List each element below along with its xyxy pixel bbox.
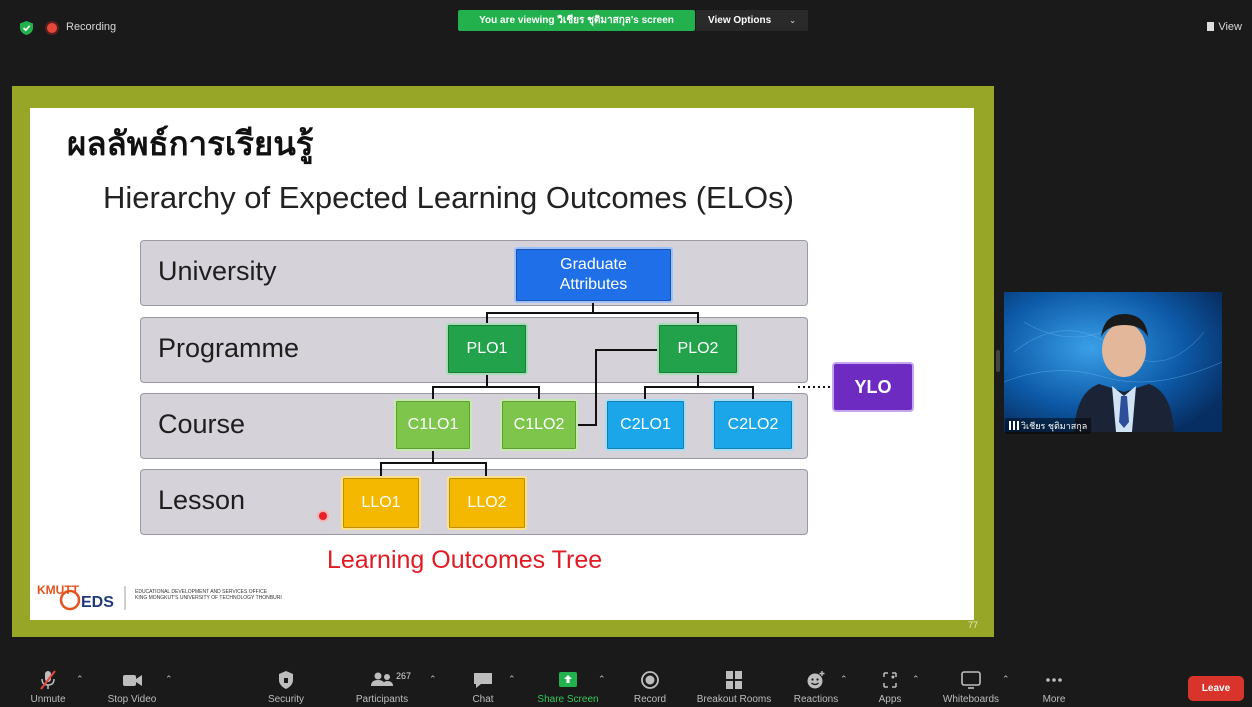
apps-label: Apps [878, 694, 902, 705]
whiteboards-label: Whiteboards [942, 694, 1000, 705]
eds-org-line1: EDUCATIONAL DEVELOPMENT AND SERVICES OFF… [135, 589, 268, 595]
signal-strength-icon [1009, 421, 1019, 430]
node-c2lo1: C2LO1 [605, 399, 686, 451]
security-shield-icon [279, 671, 293, 689]
share-screen-button[interactable]: Share Screen [533, 670, 603, 705]
node-ylo: YLO [832, 362, 914, 412]
eds-logo: KMUTT EDS EDUCATIONAL DEVELOPMENT AND SE… [37, 580, 327, 612]
view-button[interactable]: View [1207, 21, 1242, 33]
reactions-caret-icon[interactable]: ⌃ [840, 674, 848, 684]
video-panel-resize-handle[interactable] [996, 350, 1000, 372]
view-label: View [1218, 21, 1242, 33]
node-c1lo2: C1LO2 [500, 399, 578, 451]
breakout-rooms-icon [726, 671, 742, 689]
chat-button[interactable]: Chat [462, 670, 504, 705]
record-icon [641, 671, 659, 689]
laser-pointer-icon [319, 512, 327, 520]
more-label: More [1042, 694, 1066, 705]
level-label-lesson: Lesson [158, 485, 246, 515]
participant-name-tag: วิเชียร ชุติมาสกุล [1005, 418, 1092, 434]
reactions-smiley-icon [807, 671, 825, 689]
security-button[interactable]: Security [262, 670, 310, 705]
slide-caption: Learning Outcomes Tree [327, 546, 603, 574]
node-c2lo2: C2LO2 [712, 399, 794, 451]
unmute-button[interactable]: Unmute [24, 670, 72, 705]
recording-dot-icon [47, 23, 57, 33]
share-screen-caret-icon[interactable]: ⌃ [598, 674, 606, 684]
participant-video-tile[interactable] [1004, 292, 1222, 432]
video-options-caret-icon[interactable]: ⌃ [165, 674, 173, 684]
level-label-course: Course [158, 409, 246, 439]
level-label-university: University [158, 256, 277, 286]
level-label-programme: Programme [158, 333, 300, 363]
record-button[interactable]: Record [626, 670, 674, 705]
participant-count-badge: 267 [396, 671, 412, 681]
node-c1lo1: C1LO1 [394, 399, 472, 451]
record-label: Record [633, 694, 667, 705]
eds-org-line2: KING MONGKUT'S UNIVERSITY OF TECHNOLOGY … [135, 595, 282, 601]
viewing-screen-banner: You are viewing วิเชียร ชุติมาสกุล's scr… [458, 10, 695, 31]
slide-subtitle: Hierarchy of Expected Learning Outcomes … [103, 180, 794, 215]
more-button[interactable]: More [1032, 670, 1076, 705]
node-llo1: LLO1 [341, 476, 421, 530]
video-camera-icon [123, 675, 142, 686]
stop-video-label: Stop Video [107, 694, 157, 705]
view-options-label: View Options [708, 15, 772, 26]
participants-label: Participants [355, 694, 409, 705]
apps-icon [883, 672, 897, 688]
microphone-muted-icon [40, 670, 56, 690]
chevron-down-icon: ⌄ [789, 16, 796, 25]
eds-logo-text: EDS [81, 594, 114, 611]
participants-button[interactable]: Participants [350, 670, 414, 705]
view-options-button[interactable]: View Options ⌄ [696, 10, 808, 31]
node-plo1: PLO1 [446, 323, 528, 375]
reactions-button[interactable]: Reactions [790, 670, 842, 705]
chat-label: Chat [472, 694, 494, 705]
apps-caret-icon[interactable]: ⌃ [912, 674, 920, 684]
stop-video-button[interactable]: Stop Video [100, 670, 164, 705]
security-label: Security [267, 694, 305, 705]
participants-caret-icon[interactable]: ⌃ [429, 674, 437, 684]
slide-page-number: 77 [968, 620, 979, 630]
eds-org-name: EDUCATIONAL DEVELOPMENT AND SERVICES OFF… [135, 589, 282, 601]
level-band-course [140, 393, 808, 459]
chat-bubble-icon [474, 673, 492, 688]
chat-caret-icon[interactable]: ⌃ [508, 674, 516, 684]
reactions-label: Reactions [793, 694, 839, 705]
level-band-university [140, 240, 808, 306]
whiteboard-icon [961, 671, 981, 689]
breakout-rooms-label: Breakout Rooms [696, 694, 772, 705]
participant-name: วิเชียร ชุติมาสกุล [1021, 421, 1088, 431]
apps-button[interactable]: Apps [870, 670, 910, 705]
whiteboards-caret-icon[interactable]: ⌃ [1002, 674, 1010, 684]
recording-label[interactable]: Recording [66, 21, 117, 33]
meeting-toolbar [0, 660, 1252, 707]
encryption-shield-icon[interactable] [20, 21, 33, 35]
node-llo2: LLO2 [447, 476, 527, 530]
breakout-rooms-button[interactable]: Breakout Rooms [690, 670, 778, 705]
node-graduate-attributes: Graduate Attributes [514, 247, 673, 303]
slide-title: ผลลัพธ์การเรียนรู้ [67, 124, 314, 163]
participant-video-frame [1004, 292, 1222, 432]
svg-text:KMUTT: KMUTT [37, 583, 80, 597]
participants-icon [371, 672, 393, 686]
more-dots-icon [1046, 678, 1062, 682]
kmutt-eds-logo-icon: KMUTT EDS [37, 583, 126, 611]
audio-options-caret-icon[interactable]: ⌃ [76, 674, 84, 684]
share-screen-icon [559, 672, 577, 687]
unmute-label: Unmute [30, 694, 66, 705]
share-screen-label: Share Screen [537, 694, 599, 705]
leave-button[interactable]: Leave [1188, 676, 1244, 701]
view-layout-icon [1207, 22, 1215, 31]
node-plo2: PLO2 [657, 323, 739, 375]
whiteboards-button[interactable]: Whiteboards [936, 670, 1006, 705]
